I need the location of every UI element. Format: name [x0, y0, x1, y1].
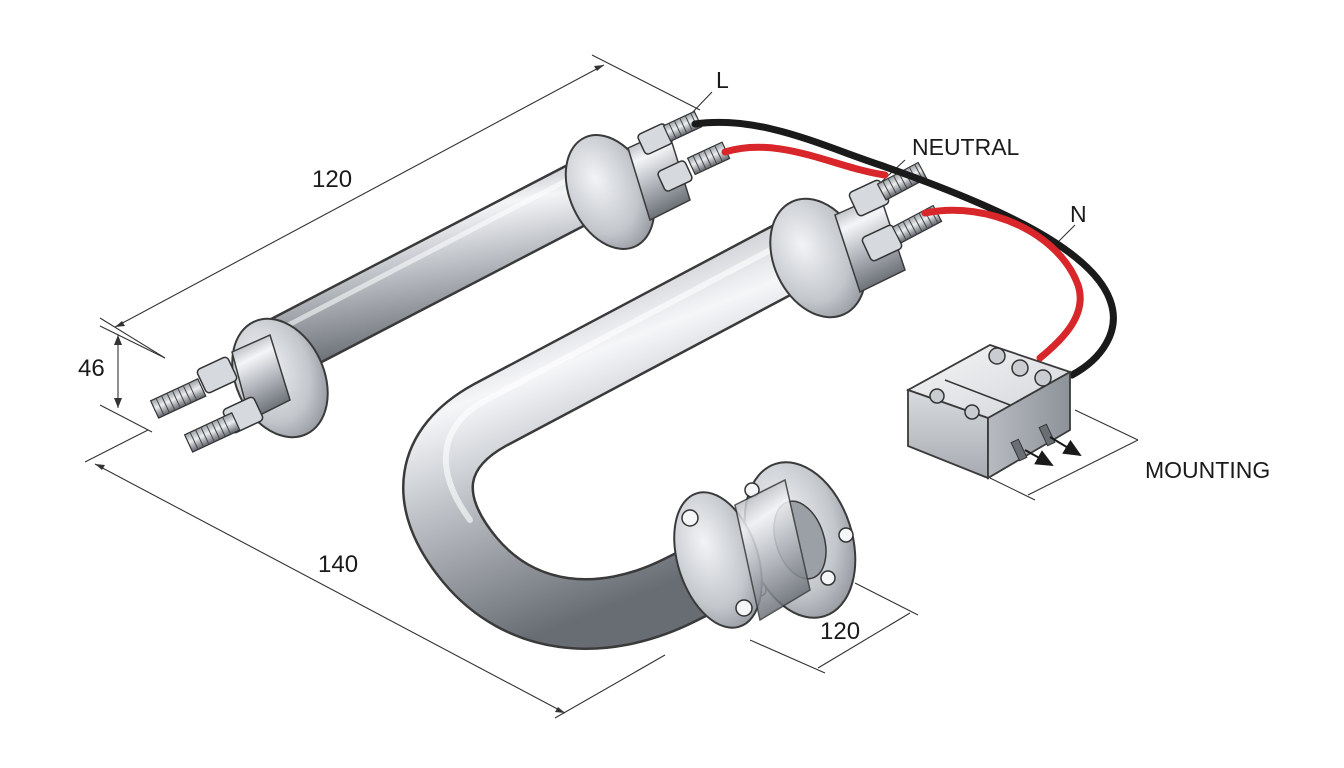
label-line: L: [716, 67, 729, 93]
dim-top-length: 120: [312, 166, 352, 193]
wires: [691, 118, 1117, 379]
u-tube: [402, 208, 837, 650]
neutral-wire-upper: [721, 143, 889, 179]
u-tube-front-flange: [673, 478, 811, 629]
dimension-lines: [84, 54, 1139, 719]
straight-tube-far-flange: [564, 110, 731, 250]
dim-side-height: 46: [78, 355, 105, 382]
label-n: N: [1070, 201, 1087, 227]
dim-bottom-length: 140: [318, 551, 358, 578]
terminal-block: [905, 344, 1082, 480]
dim-flange-length: 120: [820, 618, 860, 645]
neutral-wire-lower: [921, 206, 1084, 362]
u-tube-top-flange: [769, 161, 943, 319]
straight-tube: [267, 146, 630, 377]
label-neutral: NEUTRAL: [912, 134, 1020, 160]
straight-tube-near-flange: [149, 317, 329, 453]
label-mounting: MOUNTING: [1145, 457, 1270, 483]
live-wire: [691, 118, 1117, 379]
